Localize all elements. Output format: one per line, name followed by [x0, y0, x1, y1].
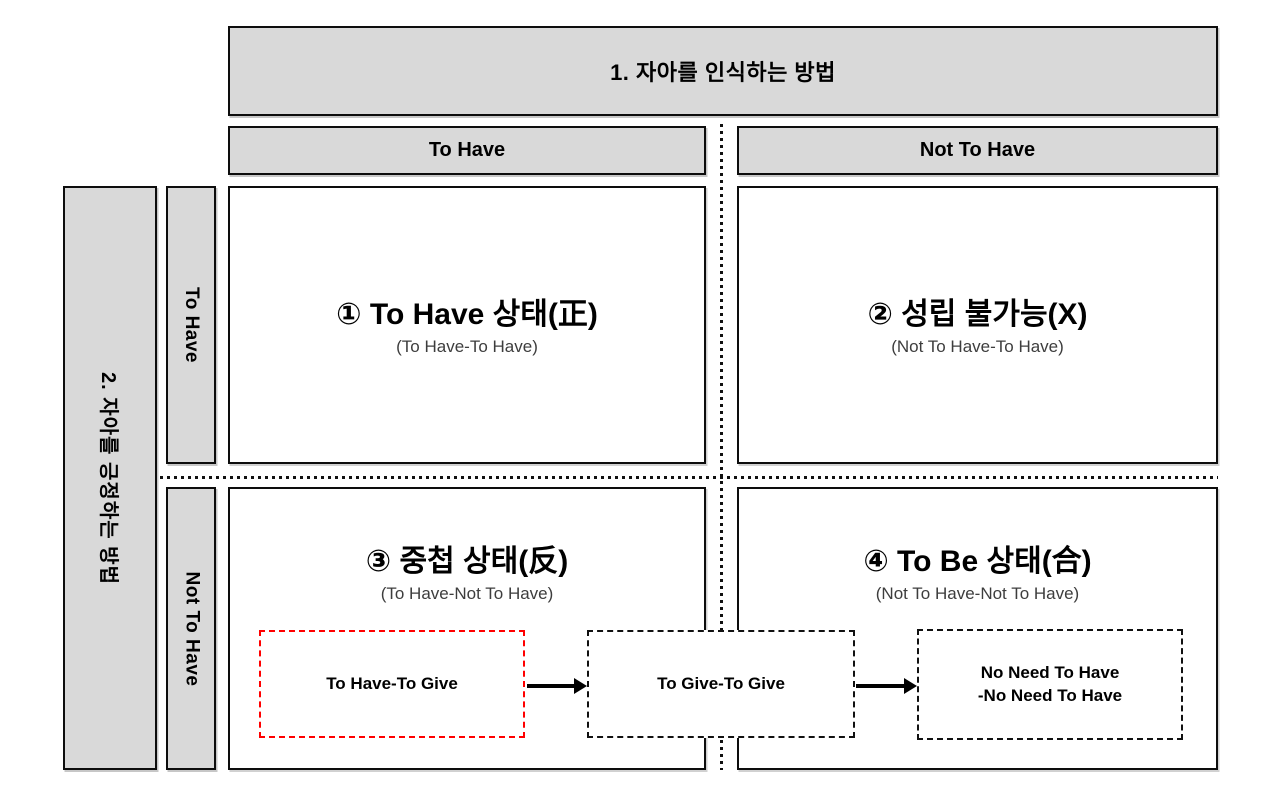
flow-step-1-label: To Have-To Give: [326, 673, 458, 693]
flow-step-to-give-to-give: To Give-To Give: [587, 630, 855, 738]
quadrant-2-title: ② 성립 불가능(X): [867, 298, 1088, 331]
quadrant-3-title: ③ 중첩 상태(反): [365, 545, 569, 578]
top-axis-header: 1. 자아를 인식하는 방법: [228, 26, 1218, 116]
column-header-not-to-have-label: Not To Have: [919, 139, 1036, 161]
flow-step-2-label: To Give-To Give: [657, 673, 785, 693]
quadrant-2-impossible: ② 성립 불가능(X) (Not To Have-To Have): [737, 186, 1218, 464]
quadrant-1-title: ① To Have 상태(正): [336, 298, 598, 331]
flow-arrow-2-icon: [856, 677, 917, 695]
flow-step-to-have-to-give: To Have-To Give: [259, 630, 525, 738]
row-header-to-have: To Have: [166, 186, 216, 464]
row-header-to-have-label: To Have: [181, 286, 203, 364]
flow-step-3-label: No Need To Have -No Need To Have: [978, 662, 1122, 708]
flow-step-3-line1: No Need To Have: [980, 662, 1120, 682]
quadrant-1-subtitle: (To Have-To Have): [396, 336, 538, 356]
column-header-to-have-label: To Have: [428, 139, 506, 161]
top-axis-title: 1. 자아를 인식하는 방법: [610, 60, 836, 85]
quadrant-1-to-have-state: ① To Have 상태(正) (To Have-To Have): [228, 186, 706, 464]
quadrant-4-title: ④ To Be 상태(合): [863, 545, 1092, 578]
left-axis-header: 2. 자아를 긍정하는 방법: [63, 186, 157, 770]
flow-step-no-need-to-have: No Need To Have -No Need To Have: [917, 629, 1183, 740]
flow-step-3-line2: -No Need To Have: [977, 685, 1123, 705]
row-header-not-to-have: Not To Have: [166, 487, 216, 770]
quadrant-2-subtitle: (Not To Have-To Have): [891, 336, 1064, 356]
column-header-not-to-have: Not To Have: [737, 126, 1218, 175]
flow-arrow-1-icon: [527, 677, 587, 695]
vertical-dotted-divider: [720, 124, 723, 770]
left-axis-title: 2. 자아를 긍정하는 방법: [96, 371, 119, 585]
horizontal-dotted-divider: [160, 476, 1218, 479]
column-header-to-have: To Have: [228, 126, 706, 175]
quadrant-3-subtitle: (To Have-Not To Have): [380, 583, 554, 603]
quadrant-4-subtitle: (Not To Have-Not To Have): [875, 583, 1080, 603]
row-header-not-to-have-label: Not To Have: [181, 571, 202, 686]
